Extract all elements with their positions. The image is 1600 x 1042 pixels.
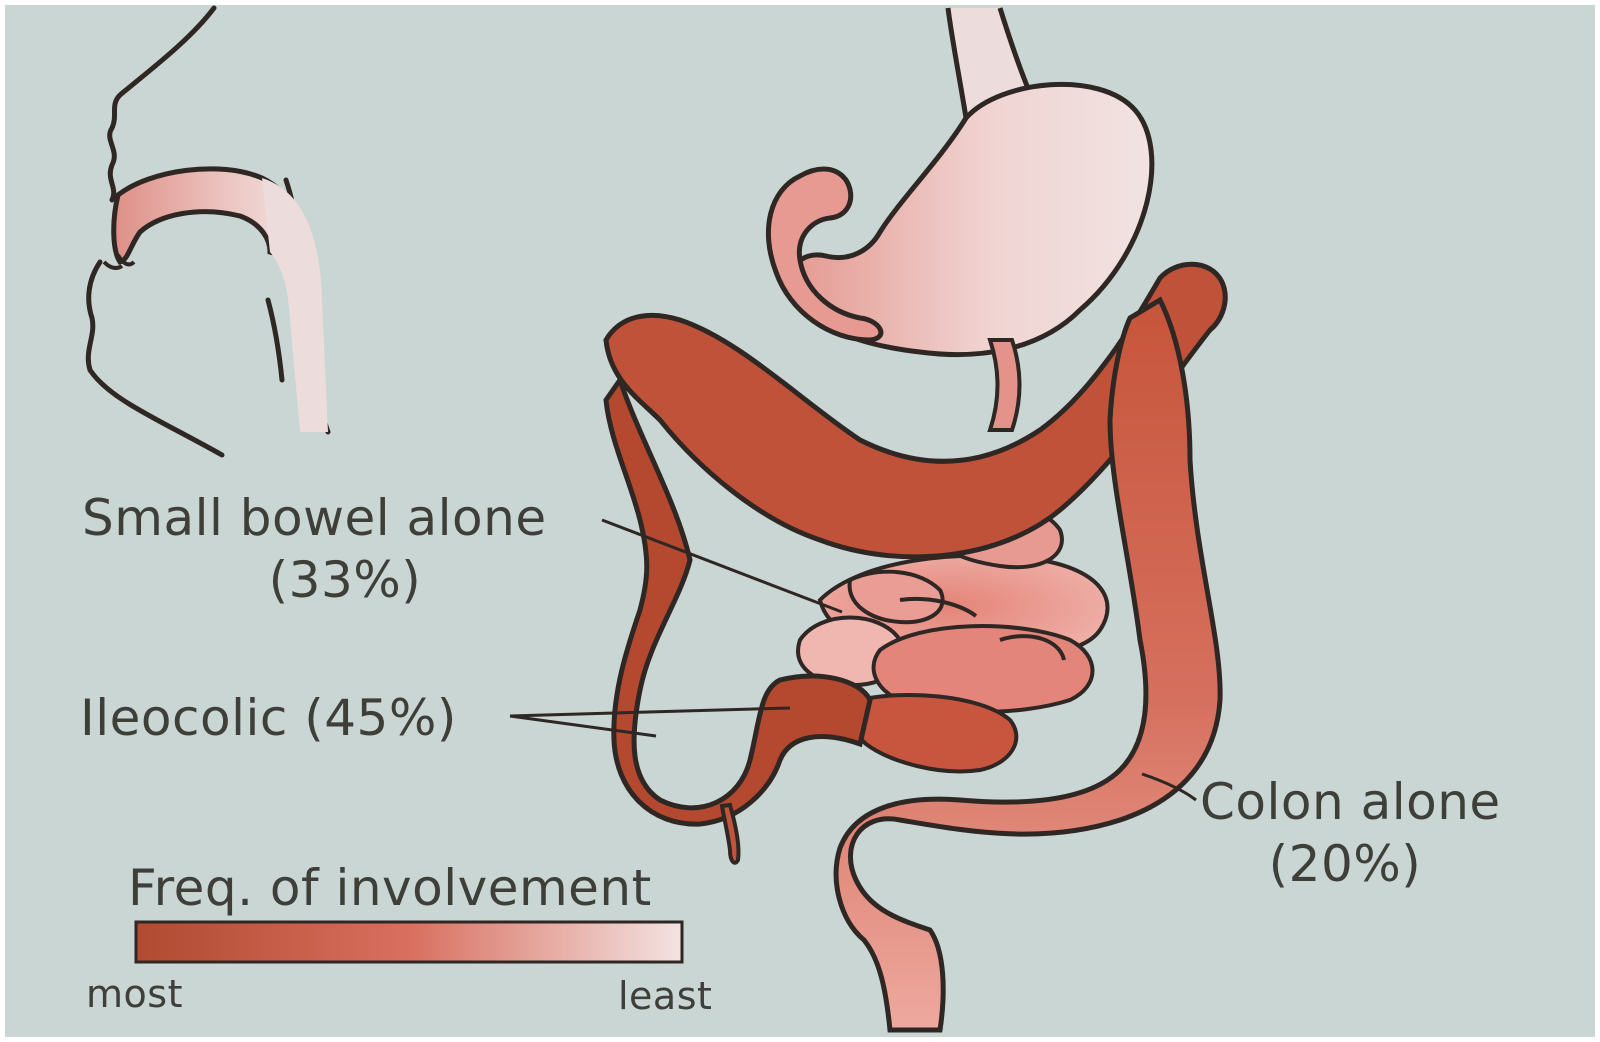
- label-colon-name: Colon alone: [1200, 772, 1501, 832]
- label-small-bowel-name: Small bowel alone: [82, 488, 547, 548]
- legend-title: Freq. of involvement: [128, 858, 652, 918]
- legend-gradient-bar: [136, 922, 682, 962]
- label-small-bowel: Small bowel alone: [82, 488, 547, 548]
- label-ileocolic: Ileocolic (45%): [80, 688, 457, 748]
- legend-low-end-label: most: [86, 972, 183, 1016]
- legend-high-end-label: least: [618, 974, 712, 1018]
- label-small-bowel-pct: (33%): [250, 550, 440, 610]
- label-colon-pct: (20%): [1255, 834, 1435, 894]
